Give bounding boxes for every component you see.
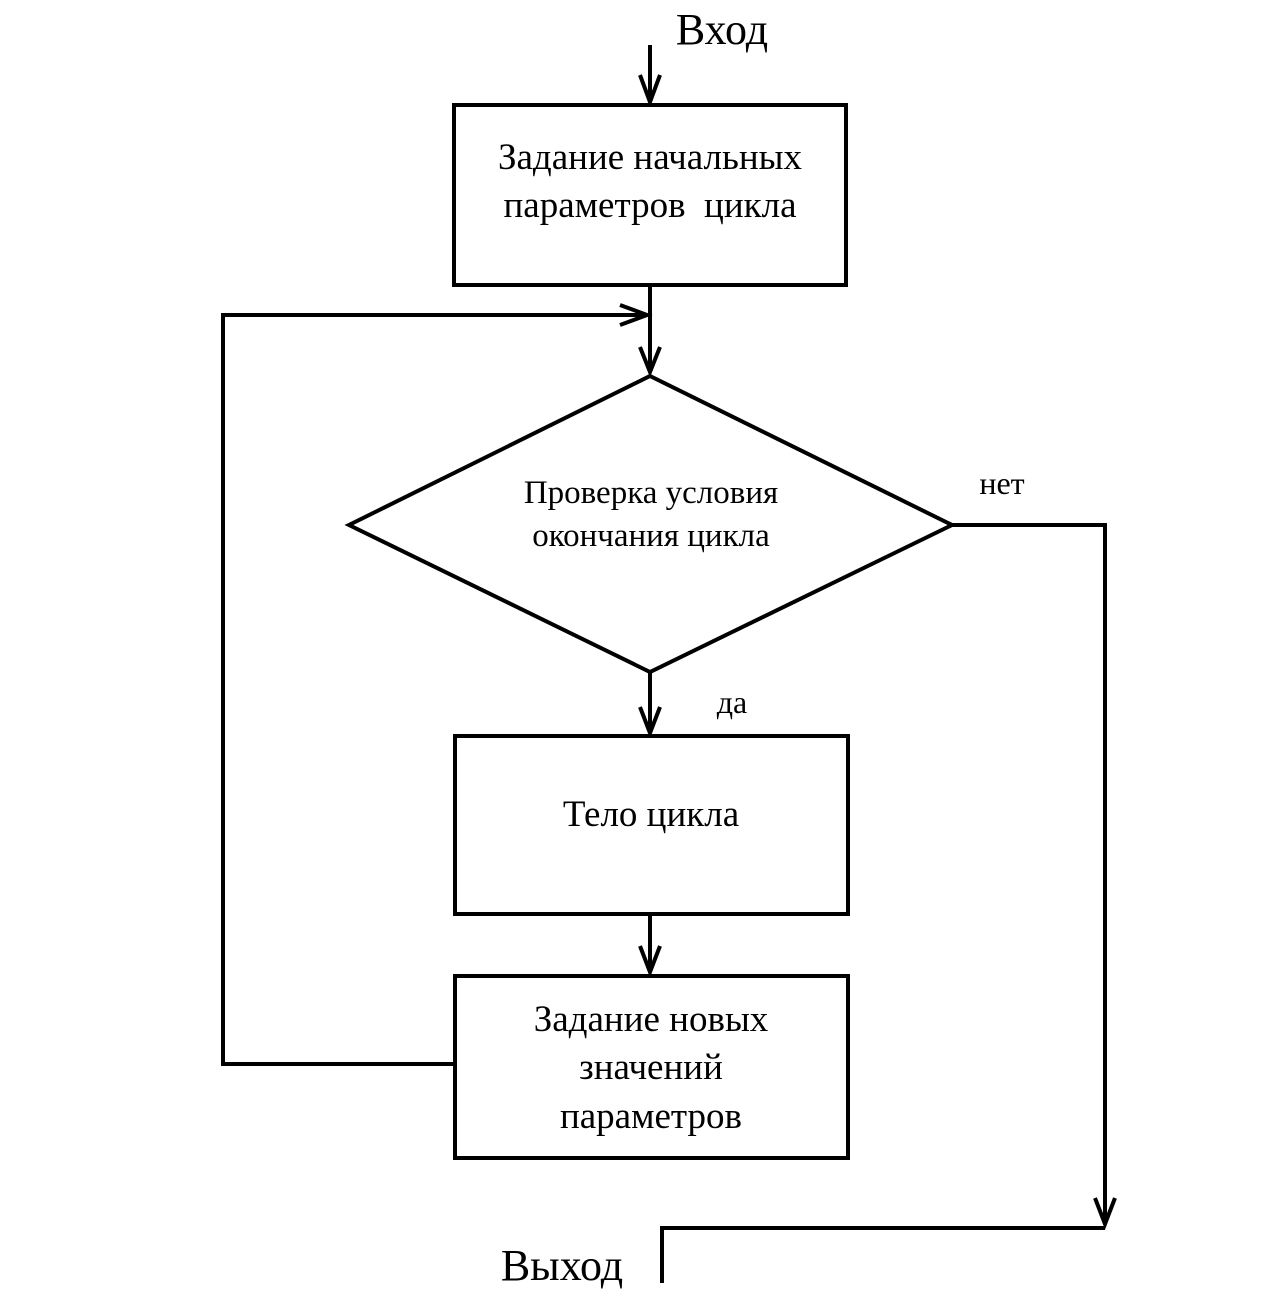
condition-block-line2: окончания цикла [532, 518, 770, 554]
body-block-label: Тело цикла [563, 794, 739, 835]
condition-block: Проверка условия окончания цикла [344, 373, 957, 675]
no-label: нет [979, 465, 1024, 501]
init-to-condition-arrow [638, 285, 662, 378]
init-block: Задание начальных параметров цикла [452, 103, 848, 287]
body-to-update-arrow [638, 914, 662, 978]
condition-block-line1: Проверка условия [524, 475, 778, 511]
loop-back-arrow [221, 303, 653, 1066]
exit-line [660, 1226, 1105, 1283]
init-block-line1: Задание начальных [498, 137, 803, 178]
body-block: Тело цикла [453, 734, 850, 916]
yes-label: да [717, 684, 747, 720]
exit-label: Выход [501, 1241, 623, 1290]
yes-branch-arrow [638, 672, 662, 739]
update-block: Задание новых значений параметров [453, 974, 850, 1160]
update-block-line3: параметров [560, 1096, 742, 1137]
init-block-line2: параметров цикла [503, 185, 796, 226]
update-block-line1: Задание новых [534, 999, 769, 1040]
entry-arrow [638, 45, 662, 108]
update-block-line2: значений [579, 1047, 723, 1088]
entry-label: Вход [676, 5, 768, 54]
no-branch-arrow [952, 523, 1117, 1230]
